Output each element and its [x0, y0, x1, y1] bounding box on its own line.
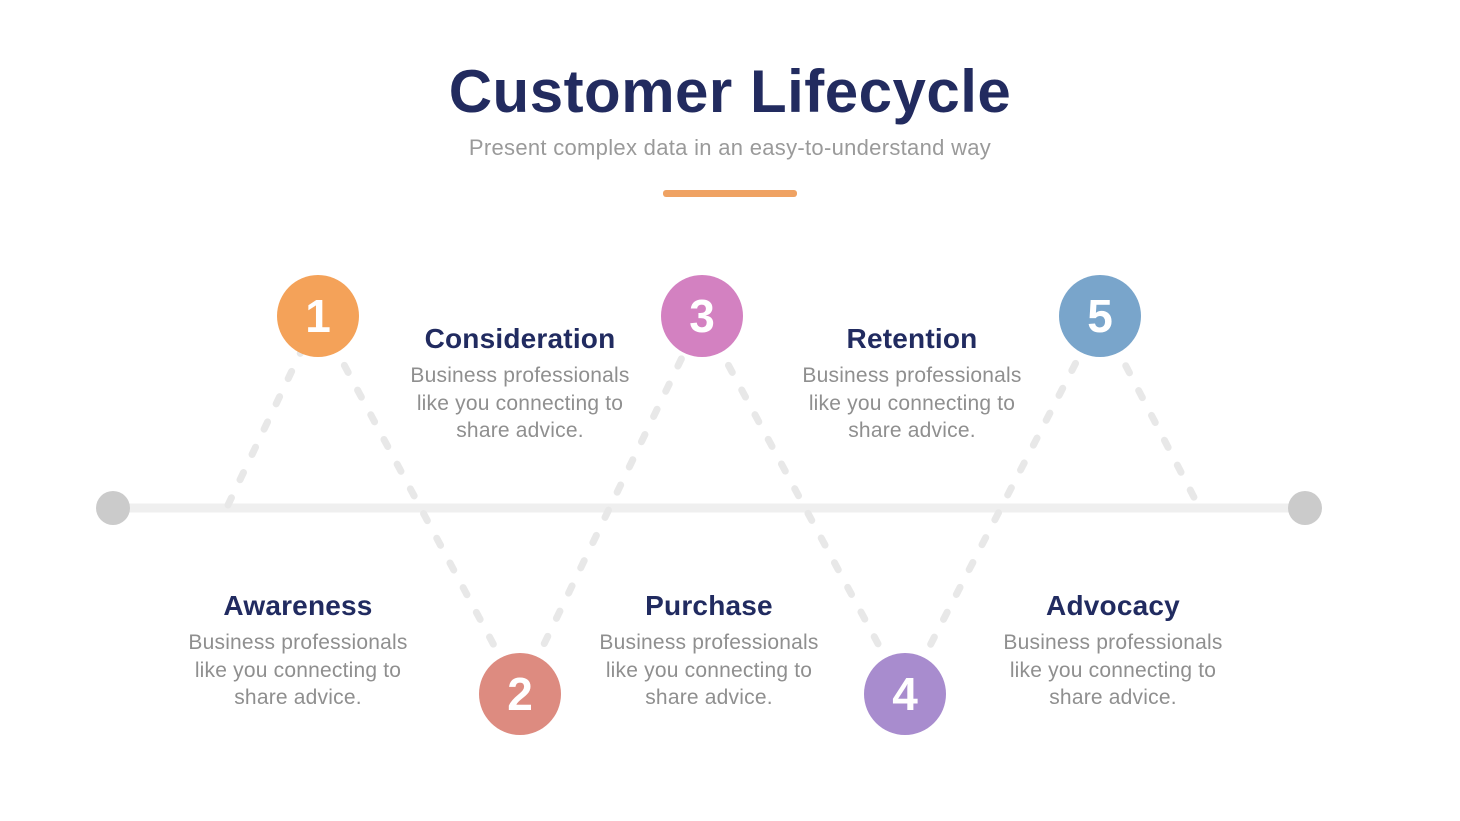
stage-5-title: Advocacy: [1046, 590, 1180, 621]
stage-5-text-block: Advocacy Business professionals like you…: [988, 590, 1238, 712]
stage-1-title: Awareness: [223, 590, 373, 621]
stage-3-title: Purchase: [645, 590, 773, 621]
stage-3-number-circle: 3: [661, 275, 743, 357]
timeline-endpoint-right: [1288, 491, 1322, 525]
stage-4-description: Business professionals like you connecti…: [802, 364, 1022, 442]
stage-2-number-circle: 2: [479, 653, 561, 735]
page-title: Customer Lifecycle: [448, 58, 1012, 125]
stage-2-title: Consideration: [424, 323, 616, 354]
stage-4-text-block: Retention Business professionals like yo…: [787, 323, 1037, 445]
stage-1-number-circle: 1: [277, 275, 359, 357]
header: Customer Lifecycle Present complex data …: [0, 58, 1460, 161]
timeline-endpoint-left: [96, 491, 130, 525]
stage-5-number-circle: 5: [1059, 275, 1141, 357]
stage-1-description: Business professionals like you connecti…: [188, 631, 408, 709]
stage-4-title: Retention: [846, 323, 978, 354]
page-subtitle: Present complex data in an easy-to-under…: [468, 135, 992, 161]
stage-3-description: Business professionals like you connecti…: [599, 631, 819, 709]
stage-4-number-circle: 4: [864, 653, 946, 735]
title-divider: [663, 190, 797, 197]
stage-3-text-block: Purchase Business professionals like you…: [584, 590, 834, 712]
stage-2-description: Business professionals like you connecti…: [410, 364, 630, 442]
stage-1-text-block: Awareness Business professionals like yo…: [173, 590, 423, 712]
stage-2-text-block: Consideration Business professionals lik…: [395, 323, 645, 445]
stage-5-description: Business professionals like you connecti…: [1003, 631, 1223, 709]
